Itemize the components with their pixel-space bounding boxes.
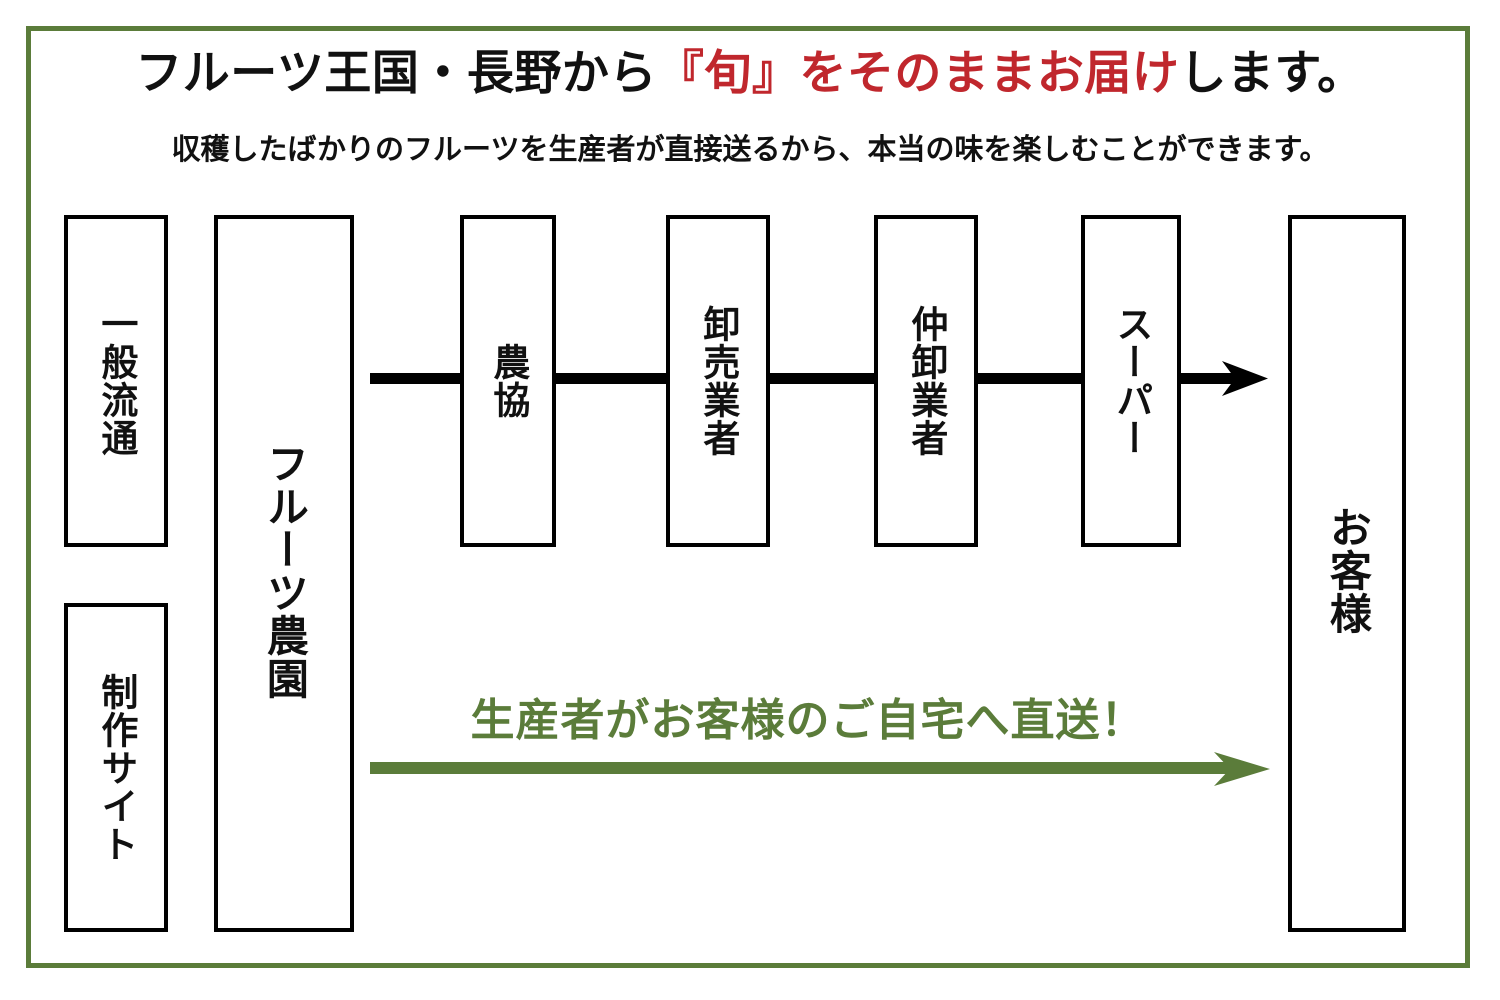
node-box-fruit-farm: フルーツ農園 — [214, 215, 354, 932]
node-box-wholesaler: 卸売業者 — [666, 215, 770, 547]
connector-farm-to-cooperative — [370, 373, 466, 384]
node-label-supermarket: スーパー — [1109, 305, 1153, 457]
headline-text-accent: 『旬』をそのままお届け — [656, 46, 1180, 101]
connector-supermarket-to-customer — [1175, 373, 1237, 384]
headline-text-tail: します。 — [1179, 46, 1365, 101]
node-label-fruit-farm: フルーツ農園 — [260, 441, 310, 700]
legend-box-direct-site: 制作サイト — [64, 603, 168, 932]
node-box-intermediate-wholesaler: 仲卸業者 — [874, 215, 978, 547]
node-box-agricultural-cooperative: 農協 — [460, 215, 556, 547]
legend-box-conventional-distribution: 一般流通 — [64, 215, 168, 547]
direct-shipping-caption: 生産者がお客様のご自宅へ直送！ — [470, 695, 1146, 746]
legend-label-conventional: 一般流通 — [94, 305, 138, 457]
arrow-right-green-icon — [1214, 752, 1270, 786]
headline-text-lead: フルーツ王国・長野から — [135, 46, 657, 101]
connector-cooperative-to-wholesaler — [550, 373, 672, 384]
node-label-agricultural-cooperative: 農協 — [486, 343, 530, 419]
legend-label-direct-site: 制作サイト — [94, 672, 138, 863]
connector-wholesaler-to-intermediate — [764, 373, 880, 384]
arrow-right-black-icon — [1222, 361, 1268, 396]
page-title: フルーツ王国・長野から『旬』をそのままお届けします。 — [0, 48, 1500, 100]
page-subtitle: 収穫したばかりのフルーツを生産者が直接送るから、本当の味を楽しむことができます。 — [171, 132, 1329, 166]
connector-direct-shipping-line — [370, 762, 1246, 774]
connector-intermediate-to-supermarket — [972, 373, 1087, 384]
node-label-wholesaler: 卸売業者 — [696, 305, 740, 457]
node-box-customer: お客様 — [1288, 215, 1406, 932]
node-box-supermarket: スーパー — [1081, 215, 1181, 547]
node-label-intermediate-wholesaler: 仲卸業者 — [904, 305, 948, 457]
node-label-customer: お客様 — [1323, 506, 1373, 635]
